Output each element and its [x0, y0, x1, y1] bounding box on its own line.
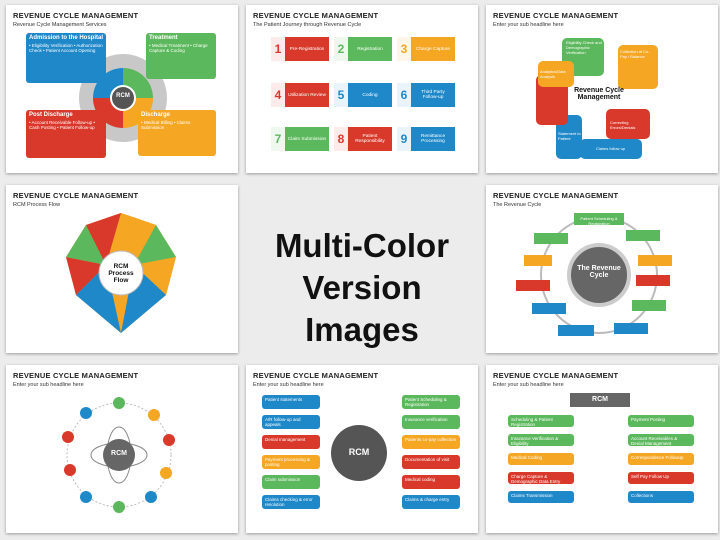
left-item-4: Payment processing & posting	[262, 455, 320, 469]
right-item-2: Insurance verification	[402, 415, 460, 429]
slide-rcm-loop[interactable]: REVENUE CYCLE MANAGEMENT Enter your sub …	[486, 5, 718, 173]
step-10: Collections	[628, 491, 694, 503]
slide-subtitle: The Patient Journey through Revenue Cycl…	[253, 22, 362, 28]
slide-title: REVENUE CYCLE MANAGEMENT	[493, 371, 619, 380]
step-5: Claims Transmission	[508, 491, 574, 503]
slide-title: REVENUE CYCLE MANAGEMENT	[253, 371, 379, 380]
slide-title: REVENUE CYCLE MANAGEMENT	[13, 191, 139, 200]
hub-label: Revenue Cycle Management	[574, 87, 624, 101]
slide-title: REVENUE CYCLE MANAGEMENT	[13, 371, 139, 380]
orbit-diagram	[62, 397, 175, 513]
right-item-6: Claims & charge entry	[402, 495, 460, 509]
step-3: Medical Coding	[508, 453, 574, 465]
left-item-1: Patient statements	[262, 395, 320, 409]
slide-rcm-process-flow[interactable]: REVENUE CYCLE MANAGEMENT RCM Process Flo…	[6, 185, 238, 353]
right-item-5: Medical coding	[402, 475, 460, 489]
hub-label: The Revenue Cycle	[577, 265, 621, 279]
slide-title: REVENUE CYCLE MANAGEMENT	[253, 11, 379, 20]
right-item-3: Patients co-pay collection	[402, 435, 460, 449]
box-discharge: Discharge• Medical Billing • Claims Subm…	[138, 110, 216, 156]
step-8: Correspondence Followup	[628, 453, 694, 465]
step-9: Self Pay Follow Up	[628, 472, 694, 484]
slide-patient-journey[interactable]: REVENUE CYCLE MANAGEMENT The Patient Jou…	[246, 5, 478, 173]
slide-subtitle: Revenue Cycle Management Services	[13, 22, 107, 28]
center-caption: Multi-Color Version Images	[274, 227, 450, 348]
slide-subtitle: RCM Process Flow	[13, 202, 61, 208]
step-1: Scheduling & Patient Registration	[508, 415, 574, 427]
octagon-diagram	[66, 213, 176, 333]
slide-subtitle: Enter your sub headline here	[493, 22, 564, 28]
hub-label: RCM	[116, 93, 130, 99]
label-scheduling: Patient Scheduling & Registration	[580, 216, 618, 226]
step-7: Account Receivables & Denial Management	[628, 434, 694, 446]
left-item-6: Claims checking & error resolution	[262, 495, 320, 509]
slide-subtitle: Enter your sub headline here	[493, 382, 564, 388]
label-eligibility: Eligibility Check and Demographic Verifi…	[566, 40, 602, 55]
slide-rcm-lists[interactable]: REVENUE CYCLE MANAGEMENT Enter your sub …	[246, 365, 478, 533]
hub-label: RCM	[111, 450, 127, 457]
right-item-1: Patient Scheduling & Registration	[402, 395, 460, 409]
hub-label: RCM Process Flow	[108, 263, 134, 284]
step-6: Payment Posting	[628, 415, 694, 427]
slide-title: REVENUE CYCLE MANAGEMENT	[493, 11, 619, 20]
box-treatment: Treatment• Medical Treatment • Charge Ca…	[146, 33, 216, 79]
left-item-3: Denial management	[262, 435, 320, 449]
slide-rcm-services[interactable]: REVENUE CYCLE MANAGEMENT Revenue Cycle M…	[6, 5, 238, 173]
box-admission: Admission to the Hospital• Eligibility V…	[26, 33, 106, 83]
ring-diagram	[516, 213, 672, 336]
label-denials: Correcting Errors/Denials	[610, 120, 636, 130]
label-claims-follow: Claims follow up	[596, 146, 626, 151]
slide-title: REVENUE CYCLE MANAGEMENT	[13, 11, 139, 20]
slide-subtitle: The Revenue Cycle	[493, 202, 542, 208]
left-item-2: A/R follow-up and appeals	[262, 415, 320, 429]
slide-revenue-cycle[interactable]: REVENUE CYCLE MANAGEMENT The Revenue Cyc…	[486, 185, 718, 353]
slide-rcm-steps[interactable]: REVENUE CYCLE MANAGEMENT Enter your sub …	[486, 365, 718, 533]
hub-diagram	[331, 425, 387, 481]
left-item-5: Claim submission	[262, 475, 320, 489]
slide-title: REVENUE CYCLE MANAGEMENT	[493, 191, 619, 200]
step-4: Charge Capture & Demographic Data Entry	[508, 472, 574, 484]
label-statement: Statement to Patient	[558, 131, 581, 141]
box-post-discharge: Post Discharge• Account Receivable Follo…	[26, 110, 106, 158]
loop-diagram	[536, 38, 658, 159]
slide-subtitle: Enter your sub headline here	[13, 382, 84, 388]
label-copay: Collection of Co-Pay / Balance	[620, 49, 650, 59]
slide-rcm-orbit[interactable]: REVENUE CYCLE MANAGEMENT Enter your sub …	[6, 365, 238, 533]
slide-subtitle: Enter your sub headline here	[253, 382, 324, 388]
right-item-4: Documentation of visit	[402, 455, 460, 469]
hub-label: RCM	[348, 447, 370, 457]
label-analytics: Analytics/Data Analysis	[540, 69, 566, 79]
hub-banner: RCM	[570, 393, 630, 407]
step-2: Insurance Verification & Eligibility	[508, 434, 574, 446]
